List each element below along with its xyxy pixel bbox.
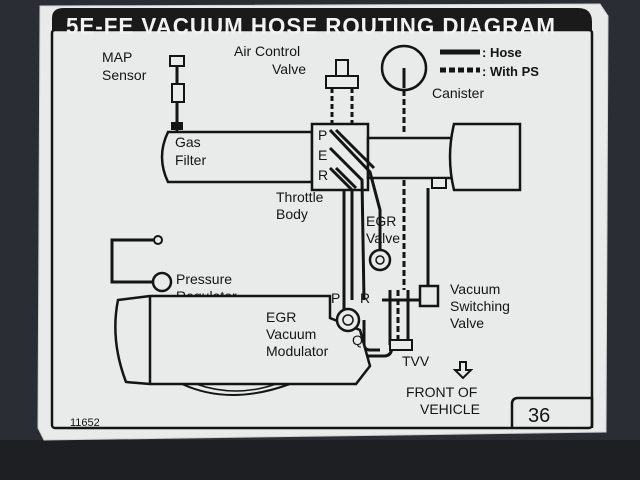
- air-control-valve-label-1: Air Control: [234, 43, 300, 59]
- modulator-r-label: R: [360, 290, 370, 306]
- bottom-shadow: [0, 440, 640, 480]
- air-control-valve-label-2: Valve: [272, 61, 306, 77]
- page-number: 36: [528, 405, 550, 427]
- throttle-body-label-2: Body: [276, 206, 308, 222]
- front-label-2: VEHICLE: [420, 401, 480, 417]
- egr-valve-label-1: EGR: [366, 213, 396, 229]
- canister: Canister: [380, 44, 484, 101]
- gas-filter: Gas Filter: [160, 130, 314, 184]
- egr-valve: EGR Valve: [366, 213, 400, 272]
- front-of-vehicle: FRONT OF VEHICLE: [406, 361, 480, 417]
- tvv-label: TVV: [402, 353, 430, 369]
- egr-valve-label-2: Valve: [366, 230, 400, 246]
- egr-vacuum-modulator-label-2: Vacuum: [266, 326, 316, 342]
- gas-filter-label-2: Filter: [175, 152, 206, 168]
- egr-vacuum-modulator-label-3: Modulator: [266, 343, 329, 359]
- diagram-title: 5E-FE VACUUM HOSE ROUTING DIAGRAM: [66, 13, 556, 39]
- port-p-label: P: [318, 127, 327, 143]
- vsv-label-2: Switching: [450, 298, 510, 314]
- modulator-q-label: Q: [352, 332, 363, 348]
- vsv-label-1: Vacuum: [450, 281, 500, 297]
- air-control-valve: Air Control Valve: [234, 43, 359, 124]
- port-e-label: E: [318, 147, 327, 163]
- front-label-1: FRONT OF: [406, 384, 477, 400]
- pressure-regulator-label-1: Pressure: [176, 271, 232, 287]
- air-intake-duct: [366, 122, 522, 192]
- vsv-label-3: Valve: [450, 315, 484, 331]
- legend: : Hose : With PS: [440, 45, 539, 79]
- page-number-box: 36: [510, 396, 594, 428]
- gas-filter-label-1: Gas: [175, 134, 201, 150]
- throttle-body-label-1: Throttle: [276, 189, 324, 205]
- canister-label: Canister: [432, 85, 484, 101]
- title-bar: 5E-FE VACUUM HOSE ROUTING DIAGRAM: [52, 8, 592, 39]
- part-number: 11652: [70, 417, 100, 429]
- tvv: TVV: [389, 339, 430, 369]
- vacuum-switching-valve: Vacuum Switching Valve: [418, 281, 510, 331]
- port-r-label: R: [318, 167, 328, 183]
- map-sensor-label-2: Sensor: [102, 67, 147, 83]
- modulator-p-label: P: [331, 290, 340, 306]
- legend-hose-label: : Hose: [482, 45, 522, 60]
- map-sensor-label-1: MAP: [102, 49, 132, 65]
- egr-vacuum-modulator-label-1: EGR: [266, 309, 296, 325]
- down-arrow-icon: [452, 361, 474, 380]
- egr-vacuum-modulator: P R Q EGR Vacuum Modulator: [266, 290, 370, 359]
- legend-with-ps-label: : With PS: [482, 64, 539, 79]
